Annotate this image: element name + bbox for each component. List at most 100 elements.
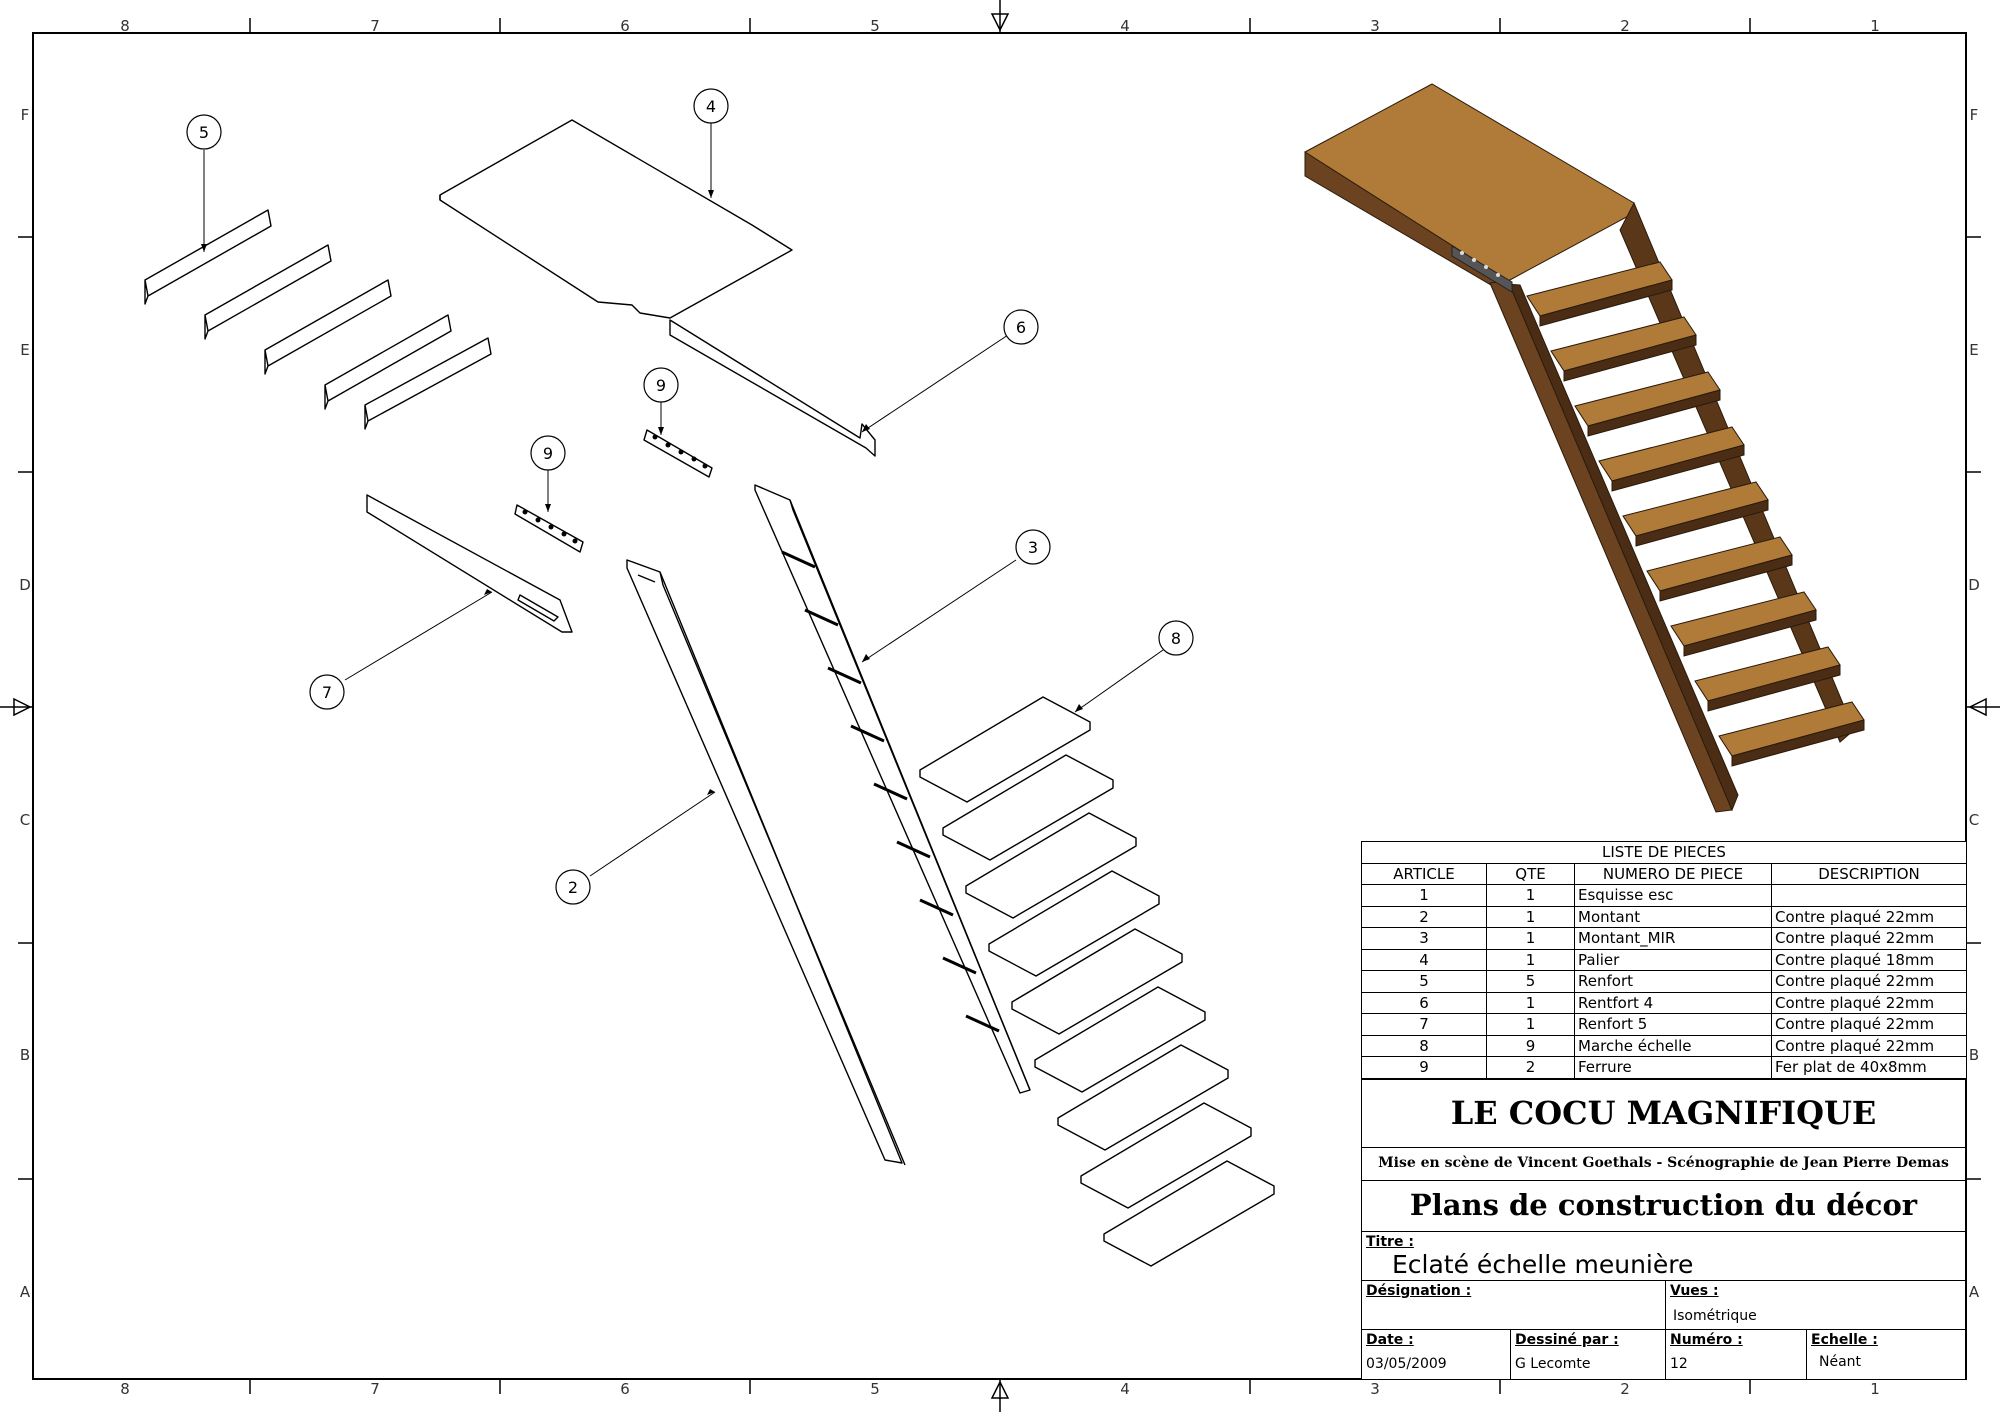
parts-list-cell: Marche échelle bbox=[1574, 1034, 1772, 1057]
zone-row-label: A bbox=[20, 1283, 31, 1301]
leader-lines bbox=[203, 122, 1164, 877]
parts-list-cell: 5 bbox=[1361, 970, 1487, 993]
balloon-9b bbox=[530, 435, 566, 471]
iso-step-edge bbox=[1587, 389, 1721, 437]
balloon-3 bbox=[1015, 529, 1051, 565]
parts-list-cell: 2 bbox=[1361, 905, 1487, 928]
balloon-6 bbox=[1003, 309, 1039, 345]
iso-step-edge bbox=[1659, 554, 1793, 602]
parts-list-cell: Contre plaqué 22mm bbox=[1771, 1034, 1967, 1057]
zone-row-label: B bbox=[20, 1046, 30, 1064]
parts-list-cell: Contre plaqué 22mm bbox=[1771, 970, 1967, 993]
parts-list-cell: 4 bbox=[1361, 948, 1487, 971]
parts-list-cell: Contre plaqué 22mm bbox=[1771, 991, 1967, 1014]
title-block-info-row: Date : 03/05/2009 Dessiné par : G Lecomt… bbox=[1362, 1330, 1965, 1379]
designation-label: Désignation : bbox=[1366, 1283, 1472, 1299]
title-block-subject-row: Plans de construction du décor bbox=[1362, 1181, 1965, 1232]
zone-row-label: D bbox=[19, 576, 31, 594]
part-renfort-5 bbox=[366, 494, 573, 633]
parts-list-cell: Contre plaqué 22mm bbox=[1771, 1013, 1967, 1036]
title-block-titre-row: Titre : Eclaté échelle meunière bbox=[1362, 1232, 1965, 1281]
vues-value: Isométrique bbox=[1673, 1308, 1757, 1324]
title-block-production-row: LE COCU MAGNIFIQUE bbox=[1362, 1080, 1965, 1148]
parts-list-cell: Contre plaqué 22mm bbox=[1771, 905, 1967, 928]
zone-column-label: 7 bbox=[370, 17, 380, 35]
zone-column-label: 6 bbox=[620, 17, 630, 35]
leader-arrows bbox=[201, 190, 1083, 795]
parts-list-cell: 5 bbox=[1486, 970, 1575, 993]
zone-row-label: C bbox=[20, 811, 30, 829]
zone-column-label: 4 bbox=[1120, 1380, 1130, 1398]
balloon-6-label: 6 bbox=[1016, 318, 1026, 337]
zone-column-label: 7 bbox=[370, 1380, 380, 1398]
zone-row-label: D bbox=[1968, 576, 1980, 594]
production-credits: Mise en scène de Vincent Goethals - Scén… bbox=[1378, 1155, 1949, 1171]
frame-ticks bbox=[18, 18, 1981, 1394]
title-block: LE COCU MAGNIFIQUE Mise en scène de Vinc… bbox=[1361, 1079, 1966, 1380]
parts-list-header: QTE bbox=[1486, 862, 1575, 885]
part-rentfort-4 bbox=[669, 319, 876, 457]
balloon-8 bbox=[1158, 620, 1194, 656]
parts-list-cell: 1 bbox=[1361, 884, 1487, 907]
balloon-9a bbox=[643, 367, 679, 403]
parts-list-cell: 1 bbox=[1486, 1013, 1575, 1036]
parts-list-header: NUMERO DE PIECE bbox=[1574, 862, 1772, 885]
part-renfort-bars bbox=[144, 209, 492, 430]
iso-step-edge bbox=[1731, 719, 1865, 767]
numero-label: Numéro : bbox=[1670, 1332, 1743, 1348]
zone-column-label: 1 bbox=[1870, 1380, 1880, 1398]
iso-step-edge bbox=[1707, 664, 1841, 712]
zone-column-label: 5 bbox=[870, 1380, 880, 1398]
parts-list-cell: Montant bbox=[1574, 905, 1772, 928]
balloon-5 bbox=[186, 114, 222, 150]
parts-list-header: ARTICLE bbox=[1361, 862, 1487, 885]
balloon-9a-label: 9 bbox=[656, 376, 666, 395]
titre-label: Titre : bbox=[1366, 1234, 1414, 1250]
iso-step-edge bbox=[1611, 444, 1745, 492]
titre-value: Eclaté échelle meunière bbox=[1392, 1250, 1694, 1279]
zone-row-label: E bbox=[20, 341, 29, 359]
title-block-designation-row: Désignation : Vues : Isométrique bbox=[1362, 1281, 1965, 1330]
part-ferrure bbox=[514, 429, 713, 553]
balloon-4 bbox=[693, 88, 729, 124]
zone-row-label: F bbox=[21, 106, 30, 124]
date-label: Date : bbox=[1366, 1332, 1414, 1348]
vues-label: Vues : bbox=[1670, 1283, 1719, 1299]
parts-list-cell: 1 bbox=[1486, 905, 1575, 928]
parts-list-cell: 1 bbox=[1486, 884, 1575, 907]
date-value: 03/05/2009 bbox=[1366, 1356, 1447, 1372]
parts-list-cell: 6 bbox=[1361, 991, 1487, 1014]
balloon-7 bbox=[309, 674, 345, 710]
parts-list-cell: Montant_MIR bbox=[1574, 927, 1772, 950]
zone-column-label: 2 bbox=[1620, 1380, 1630, 1398]
part-montant bbox=[626, 559, 906, 1166]
parts-list-cell: 2 bbox=[1486, 1056, 1575, 1079]
zone-row-label: F bbox=[1970, 106, 1979, 124]
part-montant-mir bbox=[754, 484, 1031, 1094]
zone-column-label: 1 bbox=[1870, 17, 1880, 35]
zone-column-label: 8 bbox=[120, 1380, 130, 1398]
parts-list-cell: Contre plaqué 22mm bbox=[1771, 927, 1967, 950]
parts-list-cell: 1 bbox=[1486, 927, 1575, 950]
parts-list-cell: 8 bbox=[1361, 1034, 1487, 1057]
parts-list-header: DESCRIPTION bbox=[1771, 862, 1967, 885]
parts-list-cell: Ferrure bbox=[1574, 1056, 1772, 1079]
dessine-par-label: Dessiné par : bbox=[1515, 1332, 1619, 1348]
balloon-3-label: 3 bbox=[1028, 538, 1038, 557]
production-title: LE COCU MAGNIFIQUE bbox=[1450, 1094, 1877, 1132]
echelle-value: Néant bbox=[1819, 1354, 1862, 1370]
zone-row-label: A bbox=[1969, 1283, 1980, 1301]
parts-list-cell: Renfort 5 bbox=[1574, 1013, 1772, 1036]
balloon-2 bbox=[555, 869, 591, 905]
